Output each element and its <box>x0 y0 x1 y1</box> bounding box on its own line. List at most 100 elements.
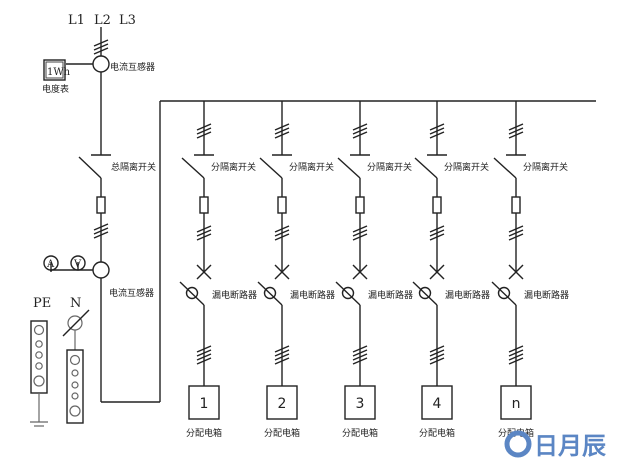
voltmeter-label: V <box>73 259 82 270</box>
hatch-mark-icon <box>93 223 109 239</box>
ammeter-icon <box>43 255 59 271</box>
distribution-box-id: 4 <box>433 396 442 412</box>
main-isolator-switch-icon <box>78 156 102 179</box>
n-label: N <box>70 296 81 311</box>
isolator-label: 分隔离开关 <box>289 161 334 173</box>
rcd-switch-icon <box>335 281 361 306</box>
phase-label-l1: L1 <box>68 13 85 28</box>
distribution-box-id: 1 <box>200 396 209 412</box>
rcd-sensor-icon <box>185 286 199 300</box>
main-feeder: 电流互感器 1Wh 电度表 总隔离开关 电流互感器 <box>42 27 596 403</box>
ct-top-label: 电流互感器 <box>110 61 155 73</box>
hatch-mark-icon <box>429 123 445 139</box>
hatch-mark-icon <box>196 225 212 241</box>
isolator-switch-icon <box>337 157 361 179</box>
rcd-label: 漏电断路器 <box>524 289 569 301</box>
ct-bottom-label: 电流互感器 <box>109 287 154 299</box>
neutral-sensor-icon <box>67 315 83 331</box>
fuse-icon <box>199 196 209 214</box>
hatch-mark-icon <box>274 225 290 241</box>
distribution-box-label: 分配电箱 <box>264 427 300 439</box>
voltmeter-icon <box>70 255 86 271</box>
hatch-mark-icon <box>429 225 445 241</box>
rcd-switch-icon <box>257 281 283 306</box>
hatch-mark-icon <box>352 123 368 139</box>
breaker-contact-icon <box>274 264 290 280</box>
main-isolator-label: 总隔离开关 <box>111 161 156 173</box>
distribution-box-id: 3 <box>356 396 365 412</box>
rcd-switch-icon <box>412 281 438 306</box>
fuse-icon <box>355 196 365 214</box>
isolator-label: 分隔离开关 <box>523 161 568 173</box>
branch-circuits: 分隔离开关漏电断路器1分配电箱分隔离开关漏电断路器2分配电箱分隔离开关漏电断路器… <box>179 101 569 439</box>
rcd-sensor-icon <box>418 286 432 300</box>
distribution-box <box>188 385 220 420</box>
isolator-switch-icon <box>493 157 517 179</box>
fuse-icon <box>277 196 287 214</box>
hatch-mark-icon <box>352 225 368 241</box>
n-terminal-bar: N <box>62 296 90 424</box>
rcd-label: 漏电断路器 <box>212 289 257 301</box>
distribution-box <box>266 385 298 420</box>
rcd-label: 漏电断路器 <box>368 289 413 301</box>
isolator-switch-icon <box>259 157 283 179</box>
breaker-contact-icon <box>352 264 368 280</box>
isolator-label: 分隔离开关 <box>367 161 412 173</box>
current-transformer-bottom-icon <box>92 261 110 279</box>
hatch-mark-icon <box>429 345 445 365</box>
isolator-switch-icon <box>181 157 205 179</box>
hatch-mark-icon <box>508 123 524 139</box>
watermark-text: 日月辰 <box>534 432 606 460</box>
phase-label-l3: L3 <box>119 13 136 28</box>
fuse-icon <box>511 196 521 214</box>
pe-label: PE <box>33 296 51 311</box>
rcd-sensor-icon <box>341 286 355 300</box>
rcd-switch-icon <box>491 281 517 306</box>
hatch-mark-icon <box>508 225 524 241</box>
rcd-sensor-icon <box>263 286 277 300</box>
hatch-mark-icon <box>93 39 109 55</box>
rcd-label: 漏电断路器 <box>290 289 335 301</box>
isolator-label: 分隔离开关 <box>211 161 256 173</box>
distribution-box-label: 分配电箱 <box>342 427 378 439</box>
current-transformer-top-icon <box>92 55 110 73</box>
distribution-box-label: 分配电箱 <box>186 427 222 439</box>
fuse-icon <box>96 196 106 214</box>
hatch-mark-icon <box>274 123 290 139</box>
breaker-contact-icon <box>508 264 524 280</box>
breaker-contact-icon <box>196 264 212 280</box>
hatch-mark-icon <box>196 123 212 139</box>
distribution-box <box>500 385 532 420</box>
fuse-icon <box>432 196 442 214</box>
rcd-switch-icon <box>179 281 205 306</box>
distribution-box <box>421 385 453 420</box>
isolator-label: 分隔离开关 <box>444 161 489 173</box>
hatch-mark-icon <box>274 345 290 365</box>
hatch-mark-icon <box>508 345 524 365</box>
ammeter-label: A <box>46 259 55 270</box>
rcd-label: 漏电断路器 <box>445 289 490 301</box>
energy-meter-label: 1Wh <box>47 67 71 78</box>
watermark-logo-icon <box>504 430 532 458</box>
energy-meter-icon <box>43 59 66 81</box>
isolator-switch-icon <box>414 157 438 179</box>
hatch-mark-icon <box>352 345 368 365</box>
distribution-box <box>344 385 376 420</box>
energy-meter-caption: 电度表 <box>42 83 69 95</box>
distribution-box-id: 2 <box>278 396 287 412</box>
breaker-contact-icon <box>429 264 445 280</box>
phase-label-l2: L2 <box>94 13 111 28</box>
hatch-mark-icon <box>196 345 212 365</box>
distribution-box-id: n <box>512 396 521 412</box>
pe-terminal-bar: PE <box>30 296 51 427</box>
watermark: 日月辰 <box>504 430 606 460</box>
distribution-box-label: 分配电箱 <box>419 427 455 439</box>
rcd-sensor-icon <box>497 286 511 300</box>
